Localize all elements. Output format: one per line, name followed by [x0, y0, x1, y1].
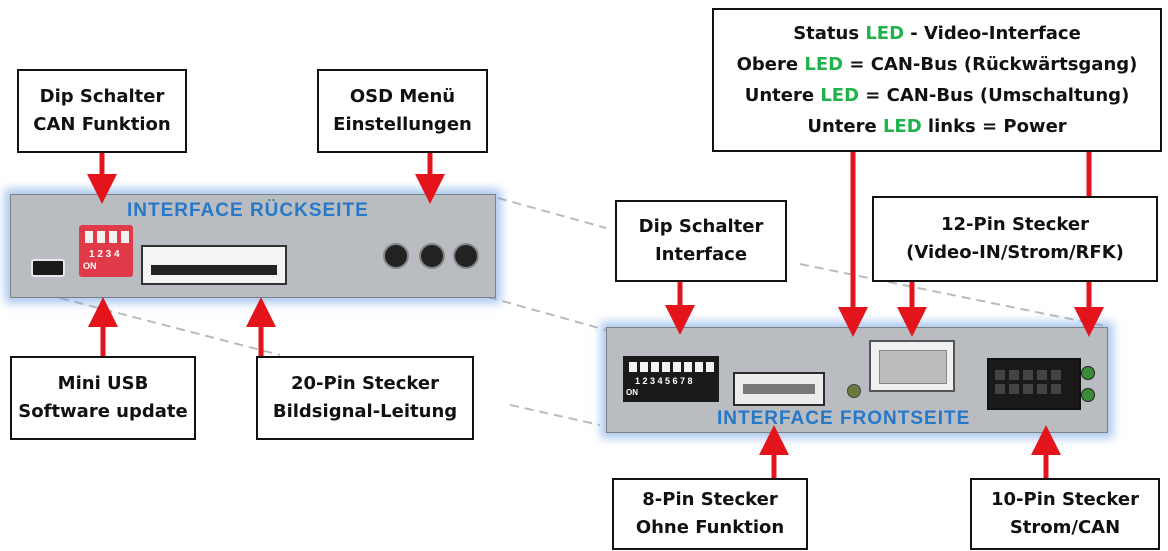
- dashed-line-bottom: [509, 404, 601, 426]
- dip-switch-interface: 1 2 3 4 5 6 7 8 ON: [623, 356, 719, 402]
- label-osd-line2: Einstellungen: [333, 114, 472, 135]
- label-dip-can-line2: CAN Funktion: [33, 114, 171, 135]
- label-pin20: 20-Pin Stecker Bildsignal-Leitung: [256, 356, 474, 440]
- dip-switch-interface-numbers: 1 2 3 4 5 6 7 8: [635, 376, 693, 386]
- dashed-line-top: [497, 197, 607, 229]
- osd-button-1: [383, 243, 409, 269]
- label-pin20-line1: 20-Pin Stecker: [291, 373, 439, 394]
- power-led-bottom: [1081, 388, 1095, 402]
- dip-switch-can-numbers: 1 2 3 4: [89, 249, 120, 260]
- label-dip-switch-can: Dip Schalter CAN Funktion: [17, 69, 187, 153]
- label-pin8-line2: Ohne Funktion: [635, 517, 785, 538]
- label-pin10-line1: 10-Pin Stecker: [991, 489, 1139, 510]
- label-dip-interface-line2: Interface: [654, 244, 748, 265]
- label-pin20-line2: Bildsignal-Leitung: [272, 401, 458, 422]
- mini-usb-port: [31, 259, 65, 277]
- label-status-line4: Untere LED links = Power: [807, 116, 1067, 137]
- label-mini-usb-line1: Mini USB: [57, 373, 149, 394]
- power-led-top: [1081, 366, 1095, 380]
- label-mini-usb-line2: Software update: [18, 401, 188, 422]
- osd-button-3: [453, 243, 479, 269]
- label-status-led: Status LED - Video-Interface Obere LED =…: [712, 8, 1162, 152]
- dip-switch-can-on: ON: [83, 261, 97, 271]
- label-pin12-line1: 12-Pin Stecker: [941, 214, 1089, 235]
- label-pin8-line1: 8-Pin Stecker: [642, 489, 778, 510]
- label-pin10-line2: Strom/CAN: [1009, 517, 1121, 538]
- label-dip-switch-interface: Dip Schalter Interface: [615, 200, 787, 282]
- dashed-line-middle: [487, 296, 607, 331]
- label-dip-can-line1: Dip Schalter: [39, 86, 165, 107]
- front-panel-title: INTERFACE FRONTSEITE: [717, 408, 971, 429]
- back-panel-title: INTERFACE RÜCKSEITE: [127, 200, 369, 221]
- label-status-line2: Obere LED = CAN-Bus (Rückwärtsgang): [736, 54, 1138, 75]
- label-pin12-line2: (Video-IN/Strom/RFK): [906, 242, 1124, 263]
- label-status-line3: Untere LED = CAN-Bus (Umschaltung): [744, 85, 1130, 106]
- label-osd-line1: OSD Menü: [349, 86, 456, 107]
- dip-switch-interface-on: ON: [626, 388, 638, 397]
- interface-back-panel: INTERFACE RÜCKSEITE 1 2 3 4 ON: [10, 194, 496, 298]
- label-dip-interface-line1: Dip Schalter: [638, 216, 764, 237]
- label-pin10: 10-Pin Stecker Strom/CAN: [970, 478, 1160, 550]
- label-osd-menu: OSD Menü Einstellungen: [317, 69, 488, 153]
- pin20-connector: [141, 245, 287, 285]
- dip-switch-can: 1 2 3 4 ON: [79, 225, 133, 277]
- label-mini-usb: Mini USB Software update: [10, 356, 196, 440]
- label-pin12: 12-Pin Stecker (Video-IN/Strom/RFK): [872, 196, 1158, 282]
- label-pin8: 8-Pin Stecker Ohne Funktion: [612, 478, 808, 550]
- status-led: [847, 384, 861, 398]
- pin8-connector: [733, 372, 825, 406]
- osd-button-2: [419, 243, 445, 269]
- label-status-line1: Status LED - Video-Interface: [793, 23, 1081, 44]
- pin10-connector: [987, 358, 1081, 410]
- pin12-connector: [869, 340, 955, 392]
